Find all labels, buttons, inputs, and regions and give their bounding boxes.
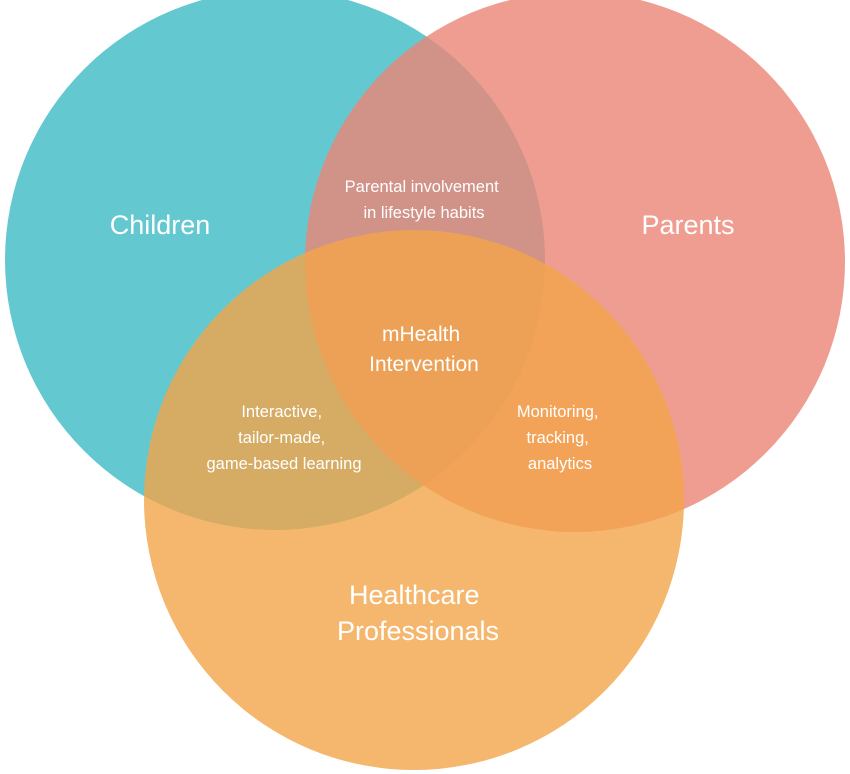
intersection-label-center: mHealth Intervention [369, 323, 479, 376]
intersection-label-children-healthcare: Interactive, tailor-made, game-based lea… [206, 403, 361, 473]
set-label-healthcare-professionals: Healthcare Professionals [337, 580, 499, 646]
set-label-parents: Parents [641, 210, 734, 240]
set-label-children: Children [110, 210, 211, 240]
intersection-label-parents-healthcare: Monitoring, tracking, analytics [517, 403, 603, 473]
intersection-label-children-parents: Parental involvement in lifestyle habits [345, 178, 504, 222]
circle-healthcare-professionals [144, 230, 684, 770]
